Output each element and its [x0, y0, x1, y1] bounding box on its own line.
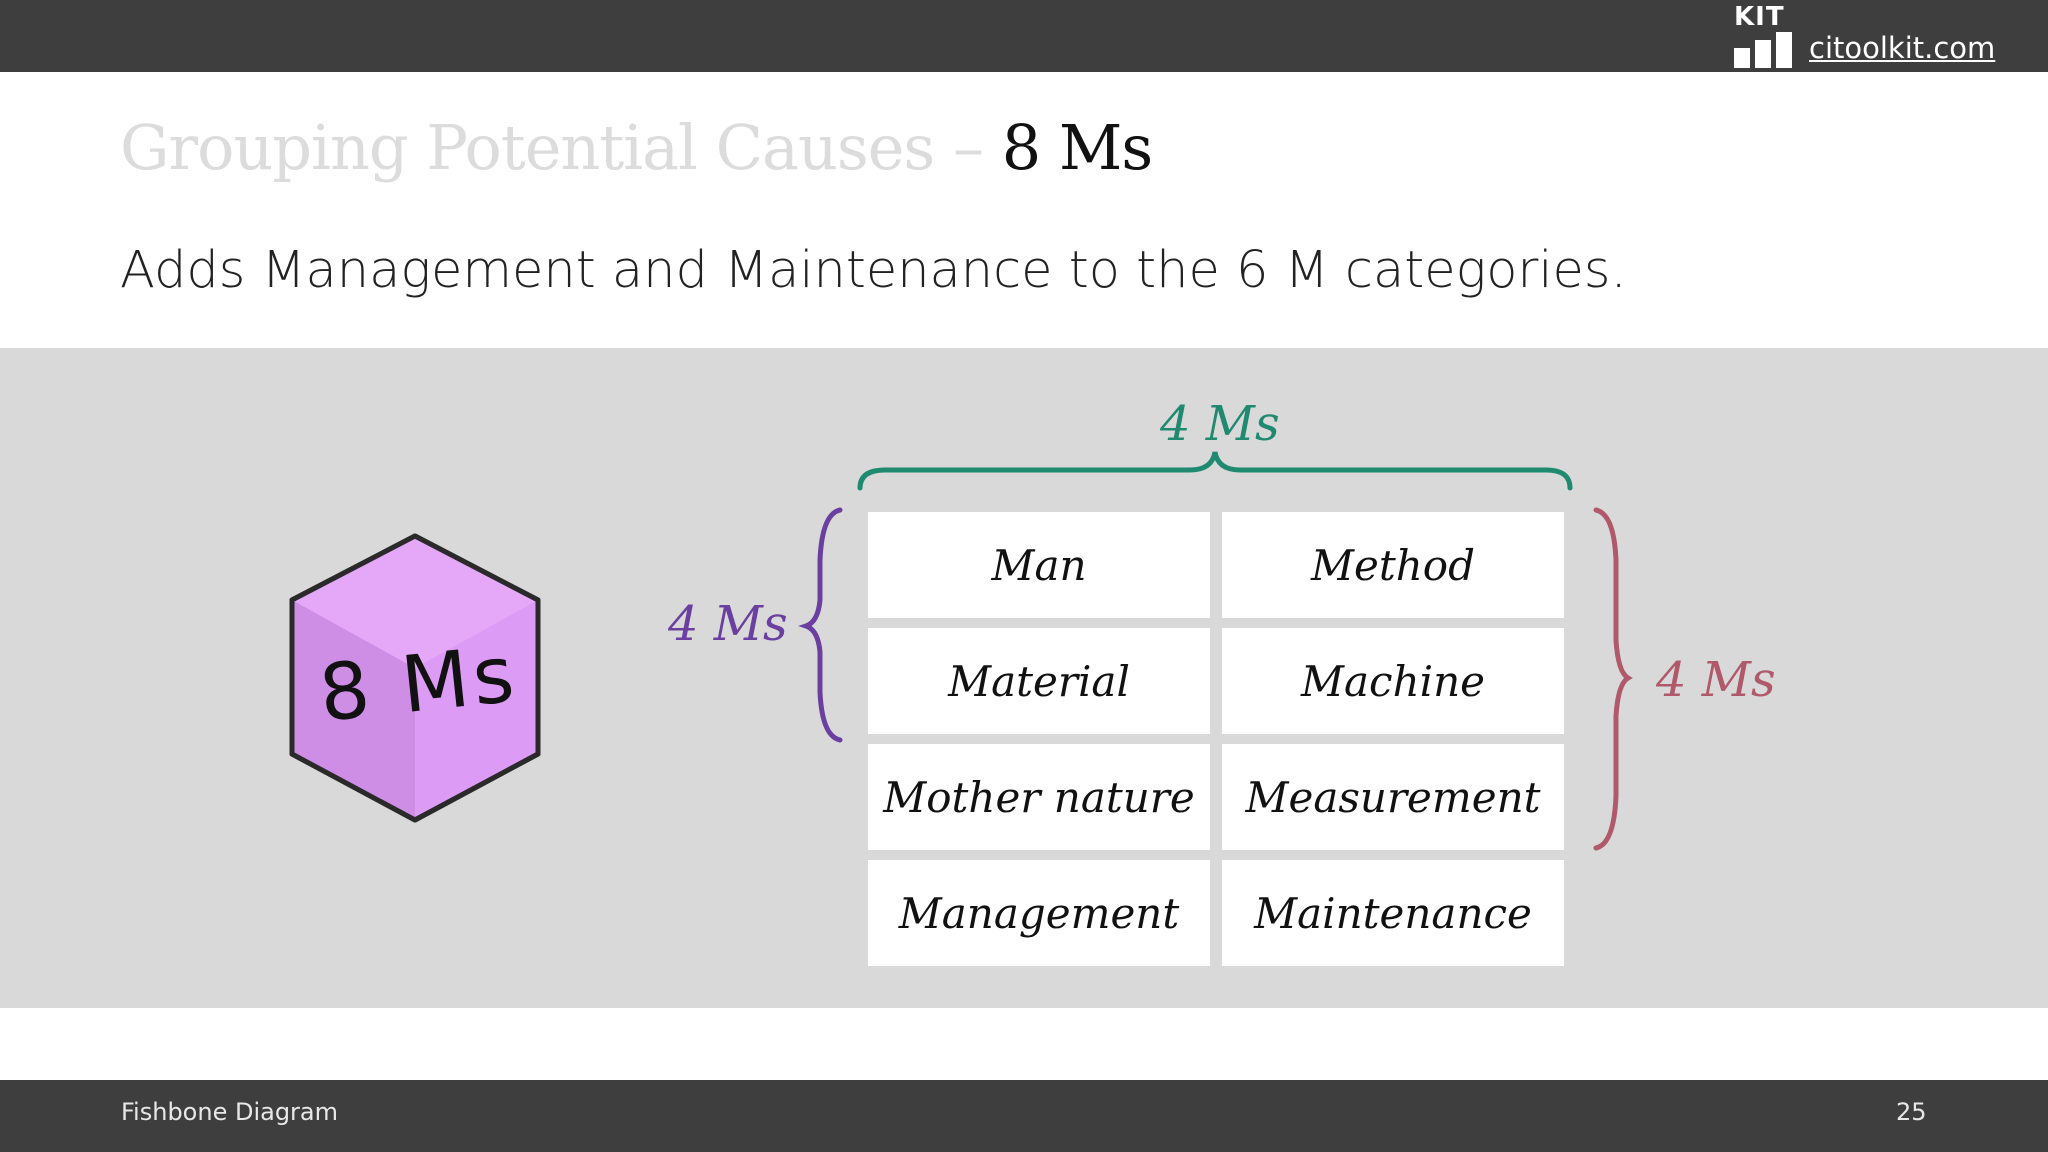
bar-chart-icon	[1734, 32, 1792, 68]
title-strong: 8 Ms	[1001, 111, 1153, 184]
category-cell: Man	[868, 512, 1210, 618]
title-muted: Grouping Potential Causes	[120, 111, 935, 184]
cube-icon	[289, 533, 541, 823]
category-cell: Mother nature	[868, 744, 1210, 850]
category-cell: Material	[868, 628, 1210, 734]
category-cell: Measurement	[1222, 744, 1564, 850]
bottom-bar	[0, 1080, 2048, 1152]
right-brace-label: 4 Ms	[1656, 652, 1776, 708]
citoolkit-logo[interactable]: KIT	[1734, 2, 1798, 68]
top-bar	[0, 0, 2048, 72]
top-brace-label: 4 Ms	[1160, 396, 1280, 452]
category-cell: Machine	[1222, 628, 1564, 734]
page-title: Grouping Potential Causes – 8 Ms	[120, 108, 1153, 188]
footer-title: Fishbone Diagram	[121, 1098, 339, 1126]
category-cell: Method	[1222, 512, 1564, 618]
title-dash: –	[952, 111, 984, 184]
left-brace-label: 4 Ms	[668, 596, 788, 652]
site-link[interactable]: citoolkit.com	[1809, 31, 1996, 65]
subtitle: Adds Management and Maintenance to the 6…	[120, 241, 1627, 300]
category-cell: Management	[868, 860, 1210, 966]
logo-text: KIT	[1734, 2, 1785, 32]
category-cell: Maintenance	[1222, 860, 1564, 966]
page-number: 25	[1896, 1098, 1927, 1126]
